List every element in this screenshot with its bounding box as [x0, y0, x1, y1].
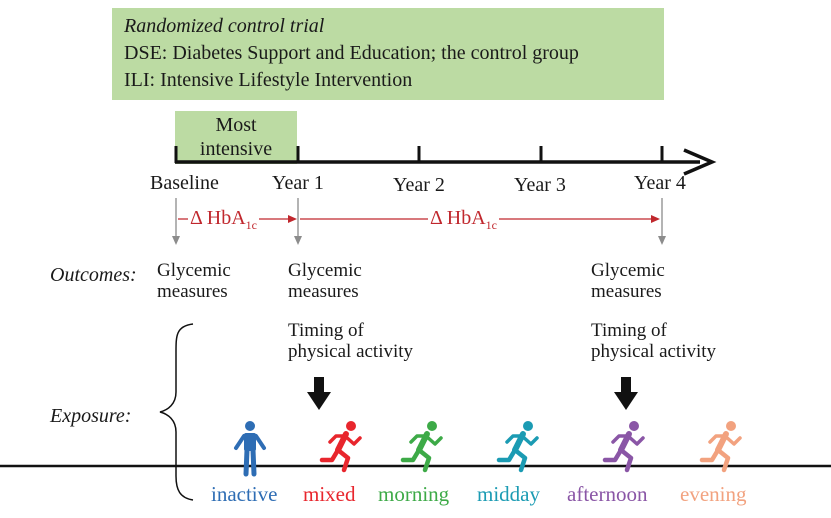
timing-arrows [307, 377, 638, 410]
category-morning: morning [378, 482, 450, 506]
category-midday: midday [477, 482, 540, 506]
dse-definition: DSE: Diabetes Support and Education; the… [124, 42, 579, 64]
standing-person-icon [234, 421, 266, 477]
running-person-icon [319, 421, 362, 473]
label-year4: Year 4 [634, 172, 686, 194]
category-afternoon: afternoon [567, 482, 648, 506]
ili-definition: ILI: Intensive Lifestyle Intervention [124, 69, 413, 91]
exposure-brace [159, 323, 194, 501]
most-intensive-line2: intensive [199, 138, 273, 160]
label-year1: Year 1 [272, 172, 324, 194]
trial-info-box: Randomized control trial DSE: Diabetes S… [112, 8, 664, 100]
most-intensive-label: Most intensive [175, 113, 297, 161]
running-person-icon [602, 421, 645, 473]
label-baseline: Baseline [150, 172, 219, 194]
delta-hba1c-short: Δ HbA1c [188, 207, 259, 233]
timeline-arrowhead [683, 148, 717, 176]
outcomes-label: Outcomes: [50, 264, 137, 286]
label-year2: Year 2 [393, 174, 445, 196]
delta-hba1c-long: Δ HbA1c [428, 207, 499, 233]
most-intensive-line1: Most [215, 114, 257, 136]
label-year3: Year 3 [514, 174, 566, 196]
category-evening: evening [680, 482, 747, 506]
running-person-icon [496, 421, 539, 473]
timing-arrow-year4 [614, 392, 638, 410]
trial-title: Randomized control trial [124, 15, 325, 37]
running-person-icon [400, 421, 443, 473]
most-intensive-box [175, 111, 297, 164]
gray-arrows [172, 198, 666, 245]
category-mixed: mixed [303, 482, 356, 506]
exposure-label: Exposure: [50, 405, 132, 427]
running-person-icon [699, 421, 742, 473]
category-inactive: inactive [211, 482, 278, 506]
timing-arrow-year1 [307, 392, 331, 410]
